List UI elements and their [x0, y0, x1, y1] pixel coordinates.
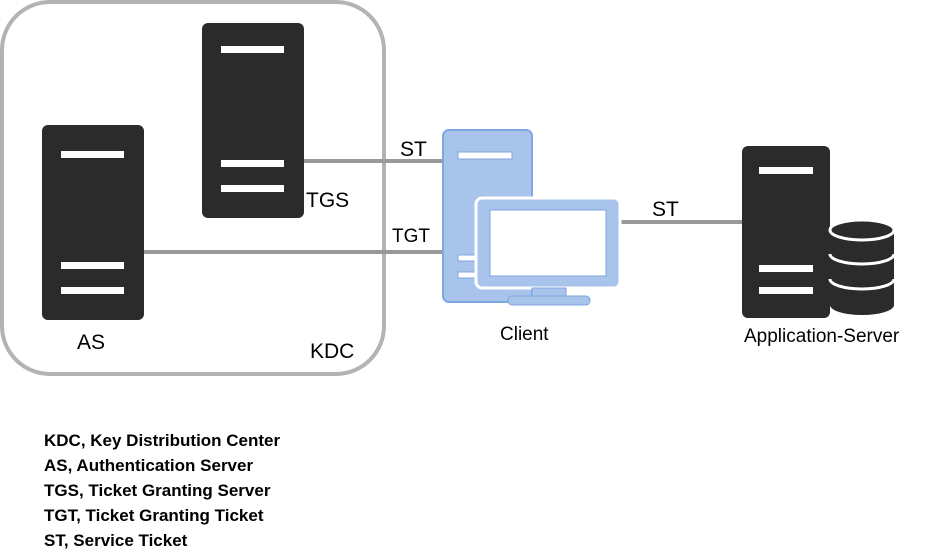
edge-label-tgs-client: ST [400, 138, 427, 161]
edge-label-client-app: ST [652, 198, 679, 221]
client-computer-icon [442, 129, 622, 306]
tgs-server-icon [202, 23, 304, 218]
edge-label-as-client: TGT [392, 226, 430, 247]
kdc-label: KDC [310, 340, 354, 363]
tgs-label: TGS [306, 189, 349, 212]
legend-item: TGT, Ticket Granting Ticket [44, 506, 264, 525]
as-server-icon [42, 125, 144, 320]
abbreviation-legend: KDC, Key Distribution Center AS, Authent… [44, 428, 280, 553]
kdc-boundary [0, 0, 386, 376]
legend-item: ST, Service Ticket [44, 531, 188, 550]
application-server-label: Application-Server [744, 326, 900, 347]
legend-item: AS, Authentication Server [44, 456, 254, 475]
client-label: Client [500, 324, 549, 345]
application-server-icon [742, 146, 830, 318]
as-label: AS [77, 331, 105, 354]
legend-item: KDC, Key Distribution Center [44, 431, 281, 450]
database-icon [828, 218, 896, 315]
legend-item: TGS, Ticket Granting Server [44, 481, 271, 500]
